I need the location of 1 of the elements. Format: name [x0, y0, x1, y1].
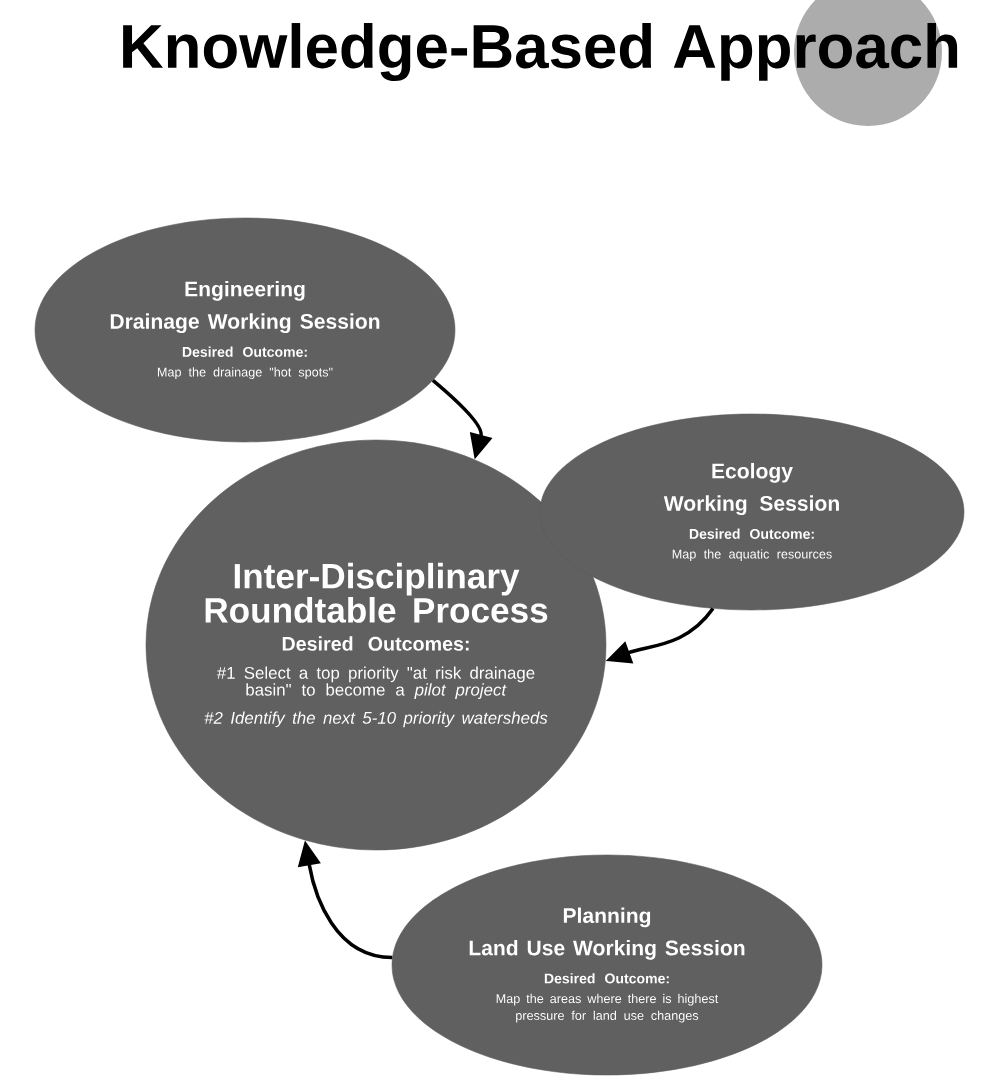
title: Knowledge-Based Approach: [123, 23, 958, 81]
